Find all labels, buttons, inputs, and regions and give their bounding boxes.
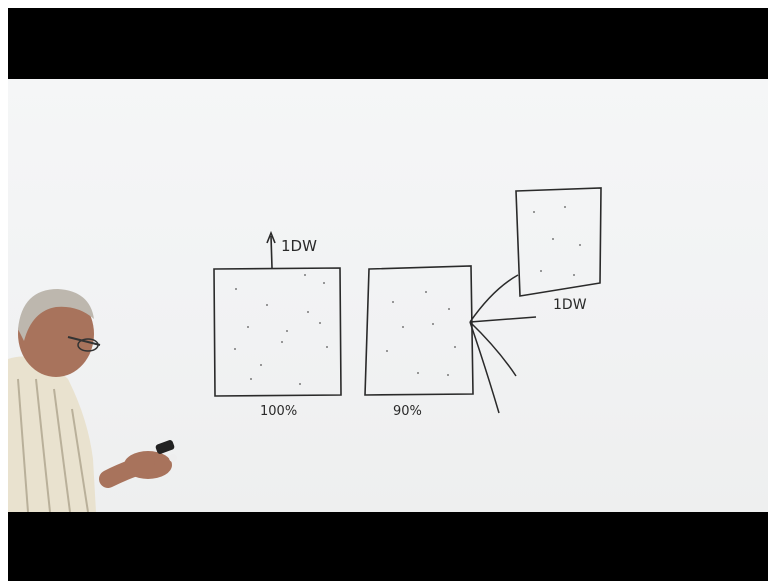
presenter-hair [18, 289, 94, 341]
arrow-up-icon [270, 235, 273, 269]
marker-cap-icon [169, 454, 177, 462]
letterbox-bottom [8, 512, 768, 581]
box-1-dots [234, 274, 328, 385]
box-1dw-top-right: 1DW [515, 187, 602, 313]
square-box-1 [213, 267, 342, 397]
whiteboard-video: 1DW 100% 90% [8, 79, 768, 512]
box-1-top-label: 1DW [281, 237, 317, 255]
arrowhead-icon [266, 230, 276, 244]
radiating-lines [469, 274, 537, 414]
glasses-icon [67, 336, 101, 346]
box-3-bottom-label: 1DW [553, 297, 587, 313]
box-90-percent: 90% [364, 265, 537, 419]
box-2-dots [386, 291, 456, 376]
shirt-stripes [17, 378, 89, 512]
presenter-shirt [8, 356, 96, 512]
presenter [8, 289, 177, 512]
box-100-percent: 1DW 100% [213, 230, 342, 419]
box-2-bottom-label: 90% [393, 404, 422, 419]
letterbox-top [8, 8, 768, 79]
box-1-bottom-label: 100% [260, 404, 297, 419]
whiteboard-drawing: 1DW 100% 90% [8, 187, 602, 512]
square-box-2 [364, 265, 474, 396]
marker-icon [155, 440, 175, 454]
square-box-3 [515, 187, 602, 297]
box-3-dots [533, 206, 581, 276]
